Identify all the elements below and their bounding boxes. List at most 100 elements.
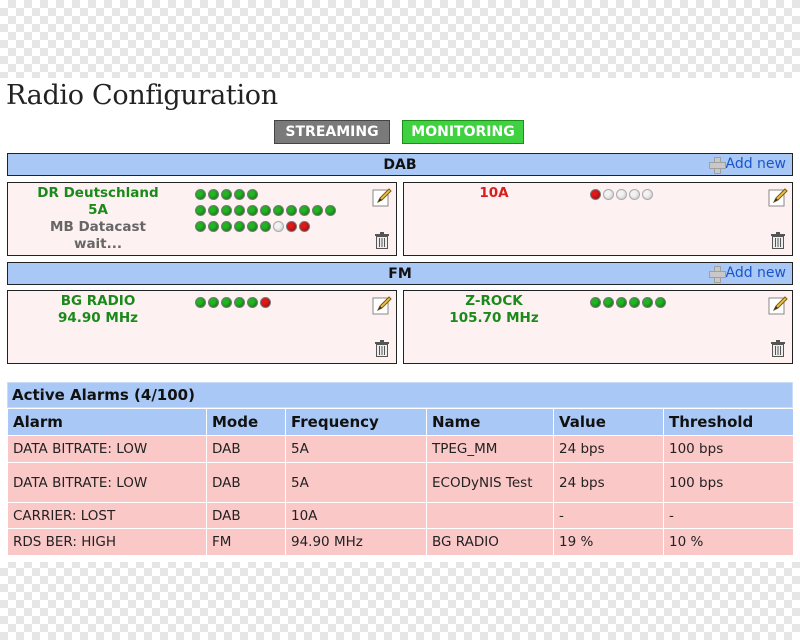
status-dot-ok: [234, 205, 245, 216]
station-frequency: 94.90 MHz: [58, 310, 138, 326]
mode-cell: FM: [206, 528, 286, 556]
station-channel: 5A: [88, 202, 108, 218]
fm-station-card: Z-ROCK 105.70 MHz: [403, 290, 793, 364]
threshold-cell: 100 bps: [663, 435, 794, 463]
dab-section-label: DAB: [383, 156, 417, 173]
table-header-row: Alarm Mode Frequency Name Value Threshol…: [7, 408, 794, 436]
edit-icon[interactable]: [768, 187, 788, 207]
status-dot-ok: [195, 189, 206, 200]
column-header[interactable]: Value: [553, 408, 664, 436]
table-row[interactable]: DATA BITRATE: LOW DAB 5A TPEG_MM 24 bps …: [7, 435, 794, 463]
trash-icon[interactable]: [768, 230, 788, 250]
status-dot-off: [616, 189, 627, 200]
column-header[interactable]: Name: [426, 408, 554, 436]
status-dot-ok: [273, 205, 284, 216]
name-cell: ECODyNIS Test: [426, 462, 554, 503]
edit-icon[interactable]: [372, 187, 392, 207]
trash-icon[interactable]: [372, 338, 392, 358]
status-dots: [195, 221, 310, 232]
status-dot-ok: [629, 297, 640, 308]
fm-add-new-label: Add new: [725, 265, 787, 281]
status-dot-ok: [325, 205, 336, 216]
status-dot-off: [642, 189, 653, 200]
status-dot-ok: [234, 221, 245, 232]
status-dot-ok: [208, 297, 219, 308]
column-header[interactable]: Frequency: [285, 408, 427, 436]
page-title: Radio Configuration: [6, 80, 278, 111]
status-dot-ok: [221, 221, 232, 232]
status-dot-ok: [655, 297, 666, 308]
status-dots: [195, 189, 258, 200]
status-dots: [590, 189, 653, 200]
status-dot-error: [590, 189, 601, 200]
station-name: DR Deutschland: [37, 185, 159, 201]
column-header[interactable]: Alarm: [7, 408, 207, 436]
status-dot-ok: [312, 205, 323, 216]
status-dot-error: [260, 297, 271, 308]
status-dots: [195, 205, 336, 216]
mode-cell: DAB: [206, 462, 286, 503]
status-dot-ok: [260, 221, 271, 232]
alarm-cell: CARRIER: LOST: [7, 502, 207, 529]
frequency-cell: 94.90 MHz: [285, 528, 427, 556]
fm-add-new-link[interactable]: Add new: [708, 265, 787, 283]
plus-icon: [708, 265, 726, 283]
mode-cell: DAB: [206, 435, 286, 463]
station-channel: 10A: [479, 185, 509, 201]
name-cell: [426, 502, 554, 529]
status-dot-ok: [247, 189, 258, 200]
alarm-cell: RDS BER: HIGH: [7, 528, 207, 556]
dab-station-card: 10A: [403, 182, 793, 256]
value-cell: -: [553, 502, 664, 529]
alarm-cell: DATA BITRATE: LOW: [7, 462, 207, 503]
status-dot-ok: [616, 297, 627, 308]
status-dot-ok: [590, 297, 601, 308]
status-dot-ok: [642, 297, 653, 308]
trash-icon[interactable]: [768, 338, 788, 358]
status-dot-off: [273, 221, 284, 232]
status-dots: [590, 297, 666, 308]
table-row[interactable]: CARRIER: LOST DAB 10A - -: [7, 502, 794, 529]
station-name: BG RADIO: [60, 293, 136, 309]
status-dot-ok: [195, 297, 206, 308]
alarms-table: Alarm Mode Frequency Name Value Threshol…: [7, 408, 794, 556]
dab-add-new-link[interactable]: Add new: [708, 156, 786, 174]
dab-section-header: DAB Add new: [7, 153, 793, 176]
station-info: DR Deutschland 5A MB Datacast wait...: [8, 185, 188, 253]
radio-config-page: Radio Configuration STREAMING MONITORING…: [0, 78, 800, 562]
status-dot-ok: [299, 205, 310, 216]
name-cell: TPEG_MM: [426, 435, 554, 463]
alarm-cell: DATA BITRATE: LOW: [7, 435, 207, 463]
frequency-cell: 5A: [285, 435, 427, 463]
status-dot-ok: [247, 205, 258, 216]
status-dot-off: [629, 189, 640, 200]
edit-icon[interactable]: [768, 295, 788, 315]
status-dot-ok: [221, 205, 232, 216]
table-row[interactable]: DATA BITRATE: LOW DAB 5A ECODyNIS Test 2…: [7, 462, 794, 503]
status-dot-ok: [221, 189, 232, 200]
status-dot-ok: [603, 297, 614, 308]
status-dot-ok: [247, 297, 258, 308]
table-row[interactable]: RDS BER: HIGH FM 94.90 MHz BG RADIO 19 %…: [7, 528, 794, 556]
status-dot-ok: [195, 221, 206, 232]
column-header[interactable]: Threshold: [663, 408, 794, 436]
status-dot-ok: [208, 189, 219, 200]
station-info: Z-ROCK 105.70 MHz: [404, 293, 584, 327]
frequency-cell: 10A: [285, 502, 427, 529]
status-dot-ok: [247, 221, 258, 232]
plus-icon: [708, 156, 726, 174]
fm-section-header: FM Add new: [7, 262, 793, 285]
edit-icon[interactable]: [372, 295, 392, 315]
status-dot-ok: [195, 205, 206, 216]
threshold-cell: 100 bps: [663, 462, 794, 503]
frequency-cell: 5A: [285, 462, 427, 503]
status-dot-ok: [234, 189, 245, 200]
trash-icon[interactable]: [372, 230, 392, 250]
column-header[interactable]: Mode: [206, 408, 286, 436]
value-cell: 24 bps: [553, 462, 664, 503]
station-info: BG RADIO 94.90 MHz: [8, 293, 188, 327]
monitoring-button[interactable]: MONITORING: [402, 120, 524, 144]
streaming-button[interactable]: STREAMING: [274, 120, 390, 144]
status-dots: [195, 297, 271, 308]
dab-station-card: DR Deutschland 5A MB Datacast wait...: [7, 182, 397, 256]
